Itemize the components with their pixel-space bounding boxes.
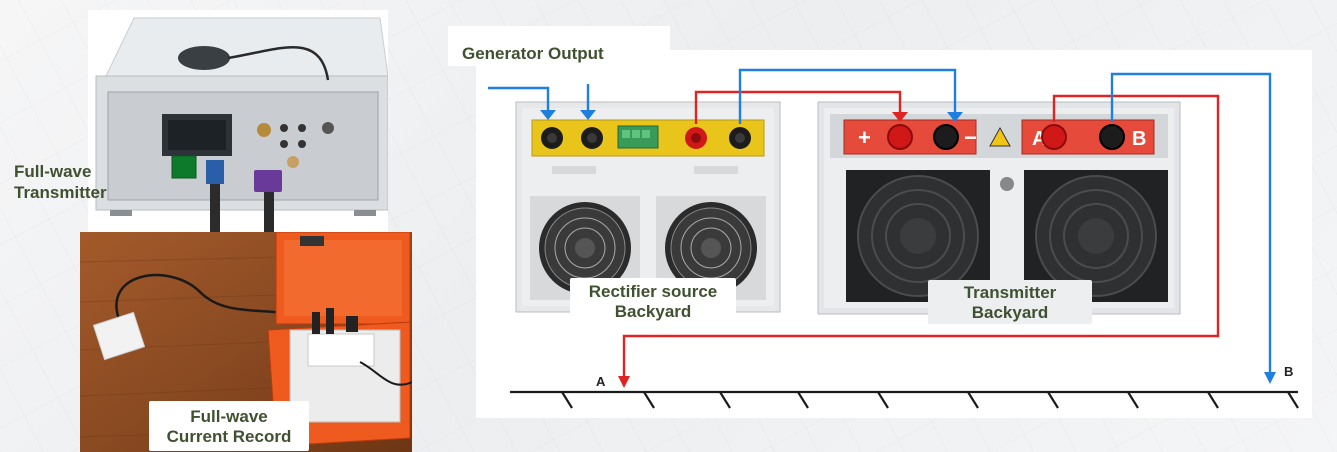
panel-plus-label: + (858, 125, 871, 150)
current-record-photo (80, 232, 412, 452)
wire-b (1110, 72, 1272, 378)
full-wave-current-record-label: Full-wave Current Record (149, 401, 309, 451)
terminal-b-label: B (1284, 364, 1293, 379)
panel-b-label: B (1132, 128, 1146, 150)
panel-minus-label: − (964, 125, 977, 150)
generator-wire-1 (488, 86, 550, 116)
wiring-diagram: + − A B (448, 26, 1312, 418)
full-wave-transmitter-label: Full-wave Transmitter (14, 162, 107, 202)
wire-rect-minus (738, 68, 957, 124)
terminal-a-label: A (596, 374, 606, 389)
transmitter-unit: + − A B (817, 101, 1181, 315)
transmitter-photo (88, 10, 388, 232)
ground-line (510, 390, 1299, 409)
wire-rect-plus (694, 90, 902, 124)
transmitter-backyard-label: Transmitter Backyard (928, 280, 1092, 324)
generator-output-label: Generator Output (462, 44, 604, 63)
wire-a (622, 94, 1220, 382)
rectifier-source-backyard-label: Rectifier source Backyard (570, 278, 736, 324)
